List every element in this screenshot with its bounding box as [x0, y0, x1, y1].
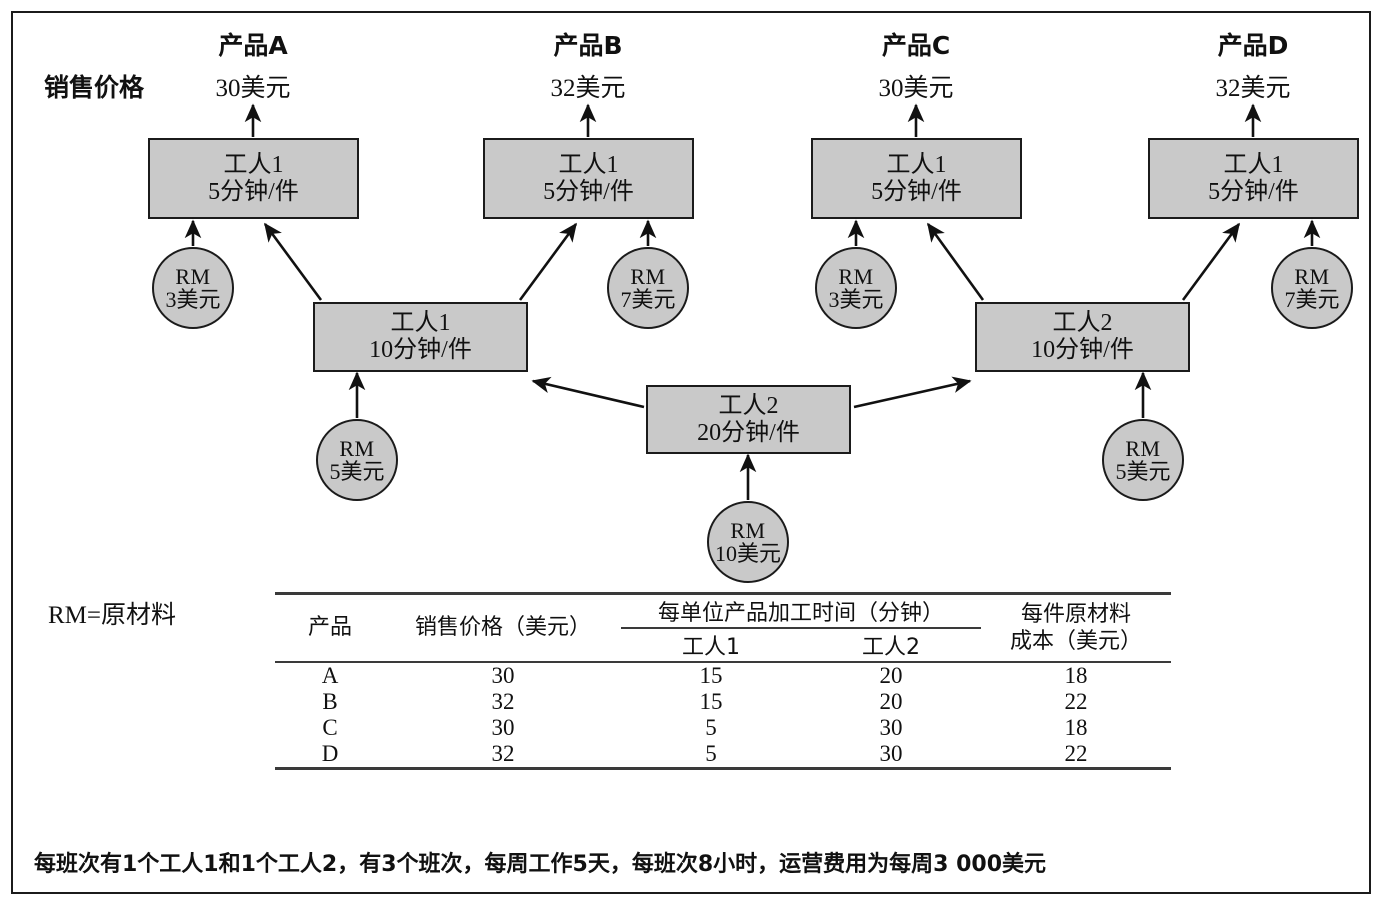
- cell-product: B: [322, 689, 338, 714]
- station-worker-label: 工人1: [223, 151, 284, 178]
- station-rate-label: 5分钟/件: [1208, 178, 1299, 205]
- rm-cost: 7美元: [1284, 287, 1340, 312]
- th-rm-cost-line1: 每件原材料: [1020, 601, 1131, 627]
- table-header-row-2: 工人1 工人2: [275, 628, 1171, 662]
- cell-worker2: 30: [879, 741, 903, 766]
- rm-legend-label: RM=原材料: [48, 602, 177, 629]
- station-worker-label: 工人1: [390, 310, 451, 337]
- cell-price: 30: [491, 663, 515, 688]
- rm-label: RM: [1294, 263, 1330, 289]
- cell-price: 32: [491, 689, 515, 714]
- rm-circle-a-3[interactable]: RM 3美元: [152, 247, 234, 329]
- cell-product: D: [321, 741, 339, 766]
- cell-price: 30: [491, 715, 515, 740]
- cell-worker1: 15: [699, 689, 723, 714]
- station-rate-label: 20分钟/件: [697, 419, 800, 446]
- rm-cost: 3美元: [828, 287, 884, 312]
- th-product: 产品: [307, 615, 352, 641]
- station-rate-label: 5分钟/件: [871, 178, 962, 205]
- product-price-d: 32美元: [1215, 75, 1291, 102]
- station-box-mid-right[interactable]: 工人2 10分钟/件: [975, 302, 1190, 372]
- cell-rm-cost: 22: [1064, 689, 1088, 714]
- rm-circle-mid-left-5[interactable]: RM 5美元: [316, 419, 398, 501]
- rm-label: RM: [339, 435, 375, 461]
- station-worker-label: 工人2: [1052, 310, 1113, 337]
- rm-cost: 10美元: [714, 541, 781, 566]
- station-box-top-b[interactable]: 工人1 5分钟/件: [483, 138, 694, 219]
- station-rate-label: 10分钟/件: [369, 337, 472, 363]
- cell-product: C: [322, 715, 338, 740]
- table-row: D 32 5 30 22: [275, 741, 1171, 769]
- rm-circle-mid-right-5[interactable]: RM 5美元: [1102, 419, 1184, 501]
- product-title-b: 产品B: [553, 31, 623, 60]
- product-title-d: 产品D: [1217, 31, 1289, 60]
- cell-worker1: 15: [699, 663, 723, 688]
- station-rate-label: 5分钟/件: [543, 178, 634, 205]
- station-worker-label: 工人2: [718, 392, 779, 419]
- th-processing-time-group: 每单位产品加工时间（分钟）: [621, 593, 981, 629]
- table-row: B 32 15 20 22: [275, 689, 1171, 715]
- station-box-bottom[interactable]: 工人2 20分钟/件: [646, 385, 851, 454]
- th-rm-cost: 每件原材料 成本（美元）: [981, 594, 1171, 663]
- cell-worker1: 5: [705, 715, 717, 740]
- station-box-top-d[interactable]: 工人1 5分钟/件: [1148, 138, 1359, 219]
- cell-rm-cost: 18: [1064, 715, 1088, 740]
- station-worker-label: 工人1: [886, 151, 947, 178]
- th-sales-price: 销售价格（美元）: [414, 615, 591, 641]
- th-rm-cost-line2: 成本（美元）: [1009, 629, 1142, 654]
- cell-rm-cost: 18: [1064, 663, 1088, 688]
- rm-label: RM: [1125, 435, 1161, 461]
- th-worker1: 工人1: [682, 635, 740, 660]
- station-rate-label: 5分钟/件: [208, 178, 299, 205]
- rm-cost: 3美元: [165, 287, 221, 312]
- rm-cost: 5美元: [1115, 459, 1171, 484]
- station-box-mid-left[interactable]: 工人1 10分钟/件: [313, 302, 528, 372]
- rm-circle-d-7[interactable]: RM 7美元: [1271, 247, 1353, 329]
- rm-cost: 5美元: [329, 459, 385, 484]
- rm-circle-b-7[interactable]: RM 7美元: [607, 247, 689, 329]
- rm-label: RM: [630, 263, 666, 289]
- cell-worker2: 20: [879, 689, 903, 714]
- rm-circle-bottom-10[interactable]: RM 10美元: [707, 501, 789, 583]
- sales-price-label: 销售价格: [44, 73, 145, 102]
- cell-worker2: 30: [879, 715, 903, 740]
- rm-label: RM: [730, 517, 766, 543]
- cell-price: 32: [491, 741, 515, 766]
- product-title-c: 产品C: [881, 31, 951, 60]
- rm-label: RM: [175, 263, 211, 289]
- table-row: A 30 15 20 18: [275, 662, 1171, 689]
- rm-label: RM: [838, 263, 874, 289]
- cell-worker2: 20: [879, 663, 903, 688]
- table-header-row-1: 产品 销售价格（美元） 每单位产品加工时间（分钟） 每件原材料 成本（美元）: [275, 593, 1171, 654]
- rm-circle-c-3[interactable]: RM 3美元: [815, 247, 897, 329]
- station-worker-label: 工人1: [558, 151, 619, 178]
- table-row: C 30 5 30 18: [275, 715, 1171, 741]
- figure-caption: 每班次有1个工人1和1个工人2，有3个班次，每周工作5天，每班次8小时，运营费用…: [34, 852, 1047, 877]
- station-worker-label: 工人1: [1223, 151, 1284, 178]
- station-box-top-c[interactable]: 工人1 5分钟/件: [811, 138, 1022, 219]
- product-data-table: 产品 销售价格（美元） 每单位产品加工时间（分钟） 每件原材料 成本（美元） 工…: [275, 592, 1171, 770]
- product-price-a: 30美元: [215, 75, 291, 102]
- station-rate-label: 10分钟/件: [1031, 337, 1134, 363]
- cell-product: A: [321, 663, 339, 688]
- product-title-a: 产品A: [218, 31, 288, 60]
- station-box-top-a[interactable]: 工人1 5分钟/件: [148, 138, 359, 219]
- th-worker2: 工人2: [862, 635, 920, 660]
- product-price-b: 32美元: [550, 75, 626, 102]
- cell-rm-cost: 22: [1064, 741, 1088, 766]
- rm-cost: 7美元: [620, 287, 676, 312]
- product-price-c: 30美元: [878, 75, 954, 102]
- cell-worker1: 5: [705, 741, 717, 766]
